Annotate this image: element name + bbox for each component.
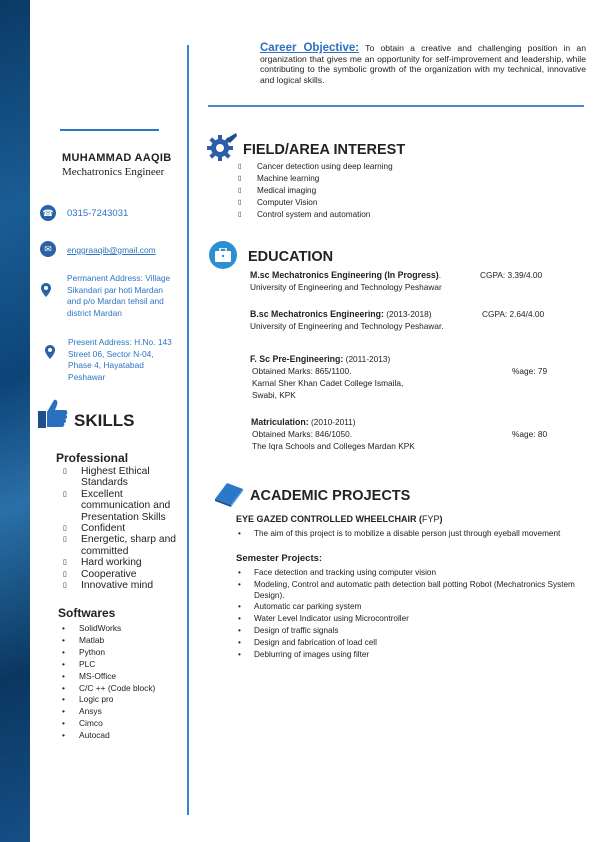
list-item: Design and fabrication of load cell bbox=[236, 637, 588, 649]
list-item: Innovative mind bbox=[59, 580, 184, 592]
list-item: Control system and automation bbox=[238, 209, 458, 221]
profile-title: Mechatronics Engineer bbox=[62, 166, 165, 178]
interest-list: Cancer detection using deep learning Mac… bbox=[238, 161, 458, 222]
career-objective-text: To obtain a creative and challenging pos… bbox=[260, 43, 586, 85]
fsc-years: (2011-2013) bbox=[343, 354, 391, 364]
skills-heading: SKILLS bbox=[74, 411, 135, 430]
list-item: Energetic, sharp and committed bbox=[59, 534, 184, 557]
list-item: Automatic car parking system bbox=[236, 601, 588, 613]
list-item: Face detection and tracking using comput… bbox=[236, 567, 588, 579]
fyp-description: The aim of this project is to mobilize a… bbox=[236, 529, 581, 540]
list-item: SolidWorks bbox=[60, 623, 180, 635]
msc-institution: University of Engineering and Technology… bbox=[250, 282, 442, 292]
career-objective-label: Career Objective: bbox=[260, 42, 360, 54]
fyp-title-text: EYE GAZED CONTROLLED WHEELCHAIR ( bbox=[236, 514, 422, 524]
list-item: Autocad bbox=[60, 730, 180, 742]
education-heading: EDUCATION bbox=[248, 249, 334, 265]
fyp-tag: FYP bbox=[422, 514, 440, 524]
semester-projects-list: Face detection and tracking using comput… bbox=[236, 567, 588, 661]
matric-institution: The Iqra Schools and Colleges Mardan KPK bbox=[252, 441, 415, 451]
fsc-marks: Obtained Marks: 865/1100. bbox=[252, 366, 352, 376]
education-bsc: B.sc Mechatronics Engineering: (2013-201… bbox=[250, 308, 580, 332]
projects-heading: ACADEMIC PROJECTS bbox=[250, 488, 411, 504]
briefcase-icon bbox=[209, 241, 237, 269]
list-item: Logic pro bbox=[60, 694, 180, 706]
email-link[interactable]: enggraaqib@gmail.com bbox=[67, 245, 156, 255]
matric-score: %age: 80 bbox=[512, 429, 548, 439]
email-icon: ✉ bbox=[40, 241, 56, 257]
list-item: MS-Office bbox=[60, 671, 180, 683]
thumbs-up-icon bbox=[38, 399, 68, 428]
fyp-title: EYE GAZED CONTROLLED WHEELCHAIR (FYP) bbox=[236, 514, 443, 524]
semester-heading: Semester Projects: bbox=[236, 553, 323, 564]
list-item: Machine learning bbox=[238, 173, 458, 185]
bsc-degree: B.sc Mechatronics Engineering: bbox=[250, 309, 384, 319]
list-item: Cancer detection using deep learning bbox=[238, 161, 458, 173]
list-item: Cimco bbox=[60, 718, 180, 730]
list-item: Modeling, Control and automatic path det… bbox=[236, 579, 588, 601]
bsc-years: (2013-2018) bbox=[383, 309, 432, 319]
bsc-score: CGPA: 2.64/4.00 bbox=[482, 309, 545, 319]
list-item: C/C ++ (Code block) bbox=[60, 683, 180, 695]
list-item: Matlab bbox=[60, 635, 180, 647]
phone-number: 0315-7243031 bbox=[67, 208, 129, 219]
education-msc: M.sc Mechatronics Engineering (In Progre… bbox=[250, 269, 580, 293]
msc-tail: . bbox=[438, 270, 441, 280]
column-divider bbox=[187, 45, 189, 815]
objective-divider bbox=[208, 105, 584, 107]
fsc-score: %age: 79 bbox=[512, 366, 548, 376]
list-item: Medical imaging bbox=[238, 185, 458, 197]
softwares-heading: Softwares bbox=[58, 606, 116, 620]
fsc-degree: F. Sc Pre-Engineering: bbox=[250, 354, 344, 364]
present-address: Present Address: H.No. 143 Street 06, Se… bbox=[68, 337, 172, 382]
education-matric: Matriculation: (2010-2011) Obtained Mark… bbox=[251, 416, 581, 452]
education-fsc: F. Sc Pre-Engineering: (2011-2013) Obtai… bbox=[250, 353, 580, 401]
gear-wrench-icon bbox=[207, 133, 237, 161]
professional-skills-list: Highest Ethical Standards Excellent comm… bbox=[59, 466, 184, 592]
list-item: PLC bbox=[60, 659, 180, 671]
left-decorative-stripe bbox=[0, 0, 30, 842]
list-item: Computer Vision bbox=[238, 197, 458, 209]
interest-heading: FIELD/AREA INTEREST bbox=[243, 142, 406, 158]
fsc-institution: Karnal Sher Khan Cadet College Ismaila, … bbox=[252, 378, 404, 400]
professional-heading: Professional bbox=[56, 451, 129, 465]
location-pin-icon-2 bbox=[45, 345, 55, 359]
list-item: Ansys bbox=[60, 706, 180, 718]
fyp-close: ) bbox=[439, 514, 443, 524]
career-objective: Career Objective: To obtain a creative a… bbox=[260, 42, 586, 85]
list-item: Design of traffic signals bbox=[236, 625, 588, 637]
matric-marks: Obtained Marks: 846/1050. bbox=[252, 429, 353, 439]
list-item: Confident bbox=[59, 523, 184, 535]
list-item: Highest Ethical Standards bbox=[59, 466, 184, 489]
profile-name: MUHAMMAD AAQIB bbox=[62, 152, 172, 164]
name-accent-line bbox=[60, 129, 159, 131]
matric-years: (2010-2011) bbox=[308, 417, 356, 427]
list-item: Water Level Indicator using Microcontrol… bbox=[236, 613, 588, 625]
book-icon bbox=[215, 483, 243, 507]
softwares-list: SolidWorks Matlab Python PLC MS-Office C… bbox=[60, 623, 180, 742]
msc-score: CGPA: 3.39/4.00 bbox=[480, 270, 543, 280]
location-pin-icon bbox=[41, 283, 51, 297]
list-item: Python bbox=[60, 647, 180, 659]
bsc-institution: University of Engineering and Technology… bbox=[250, 321, 444, 331]
list-item: The aim of this project is to mobilize a… bbox=[236, 529, 581, 540]
list-item: Deblurring of images using filter bbox=[236, 649, 588, 661]
permanent-address: Permanent Address: Village Sikandari par… bbox=[67, 273, 171, 318]
list-item: Excellent communication and Presentation… bbox=[59, 489, 184, 523]
list-item: Cooperative bbox=[59, 569, 184, 581]
phone-icon: ☎ bbox=[40, 205, 56, 221]
msc-degree: M.sc Mechatronics Engineering (In Progre… bbox=[250, 270, 439, 280]
matric-degree: Matriculation: bbox=[251, 417, 309, 427]
list-item: Hard working bbox=[59, 557, 184, 569]
